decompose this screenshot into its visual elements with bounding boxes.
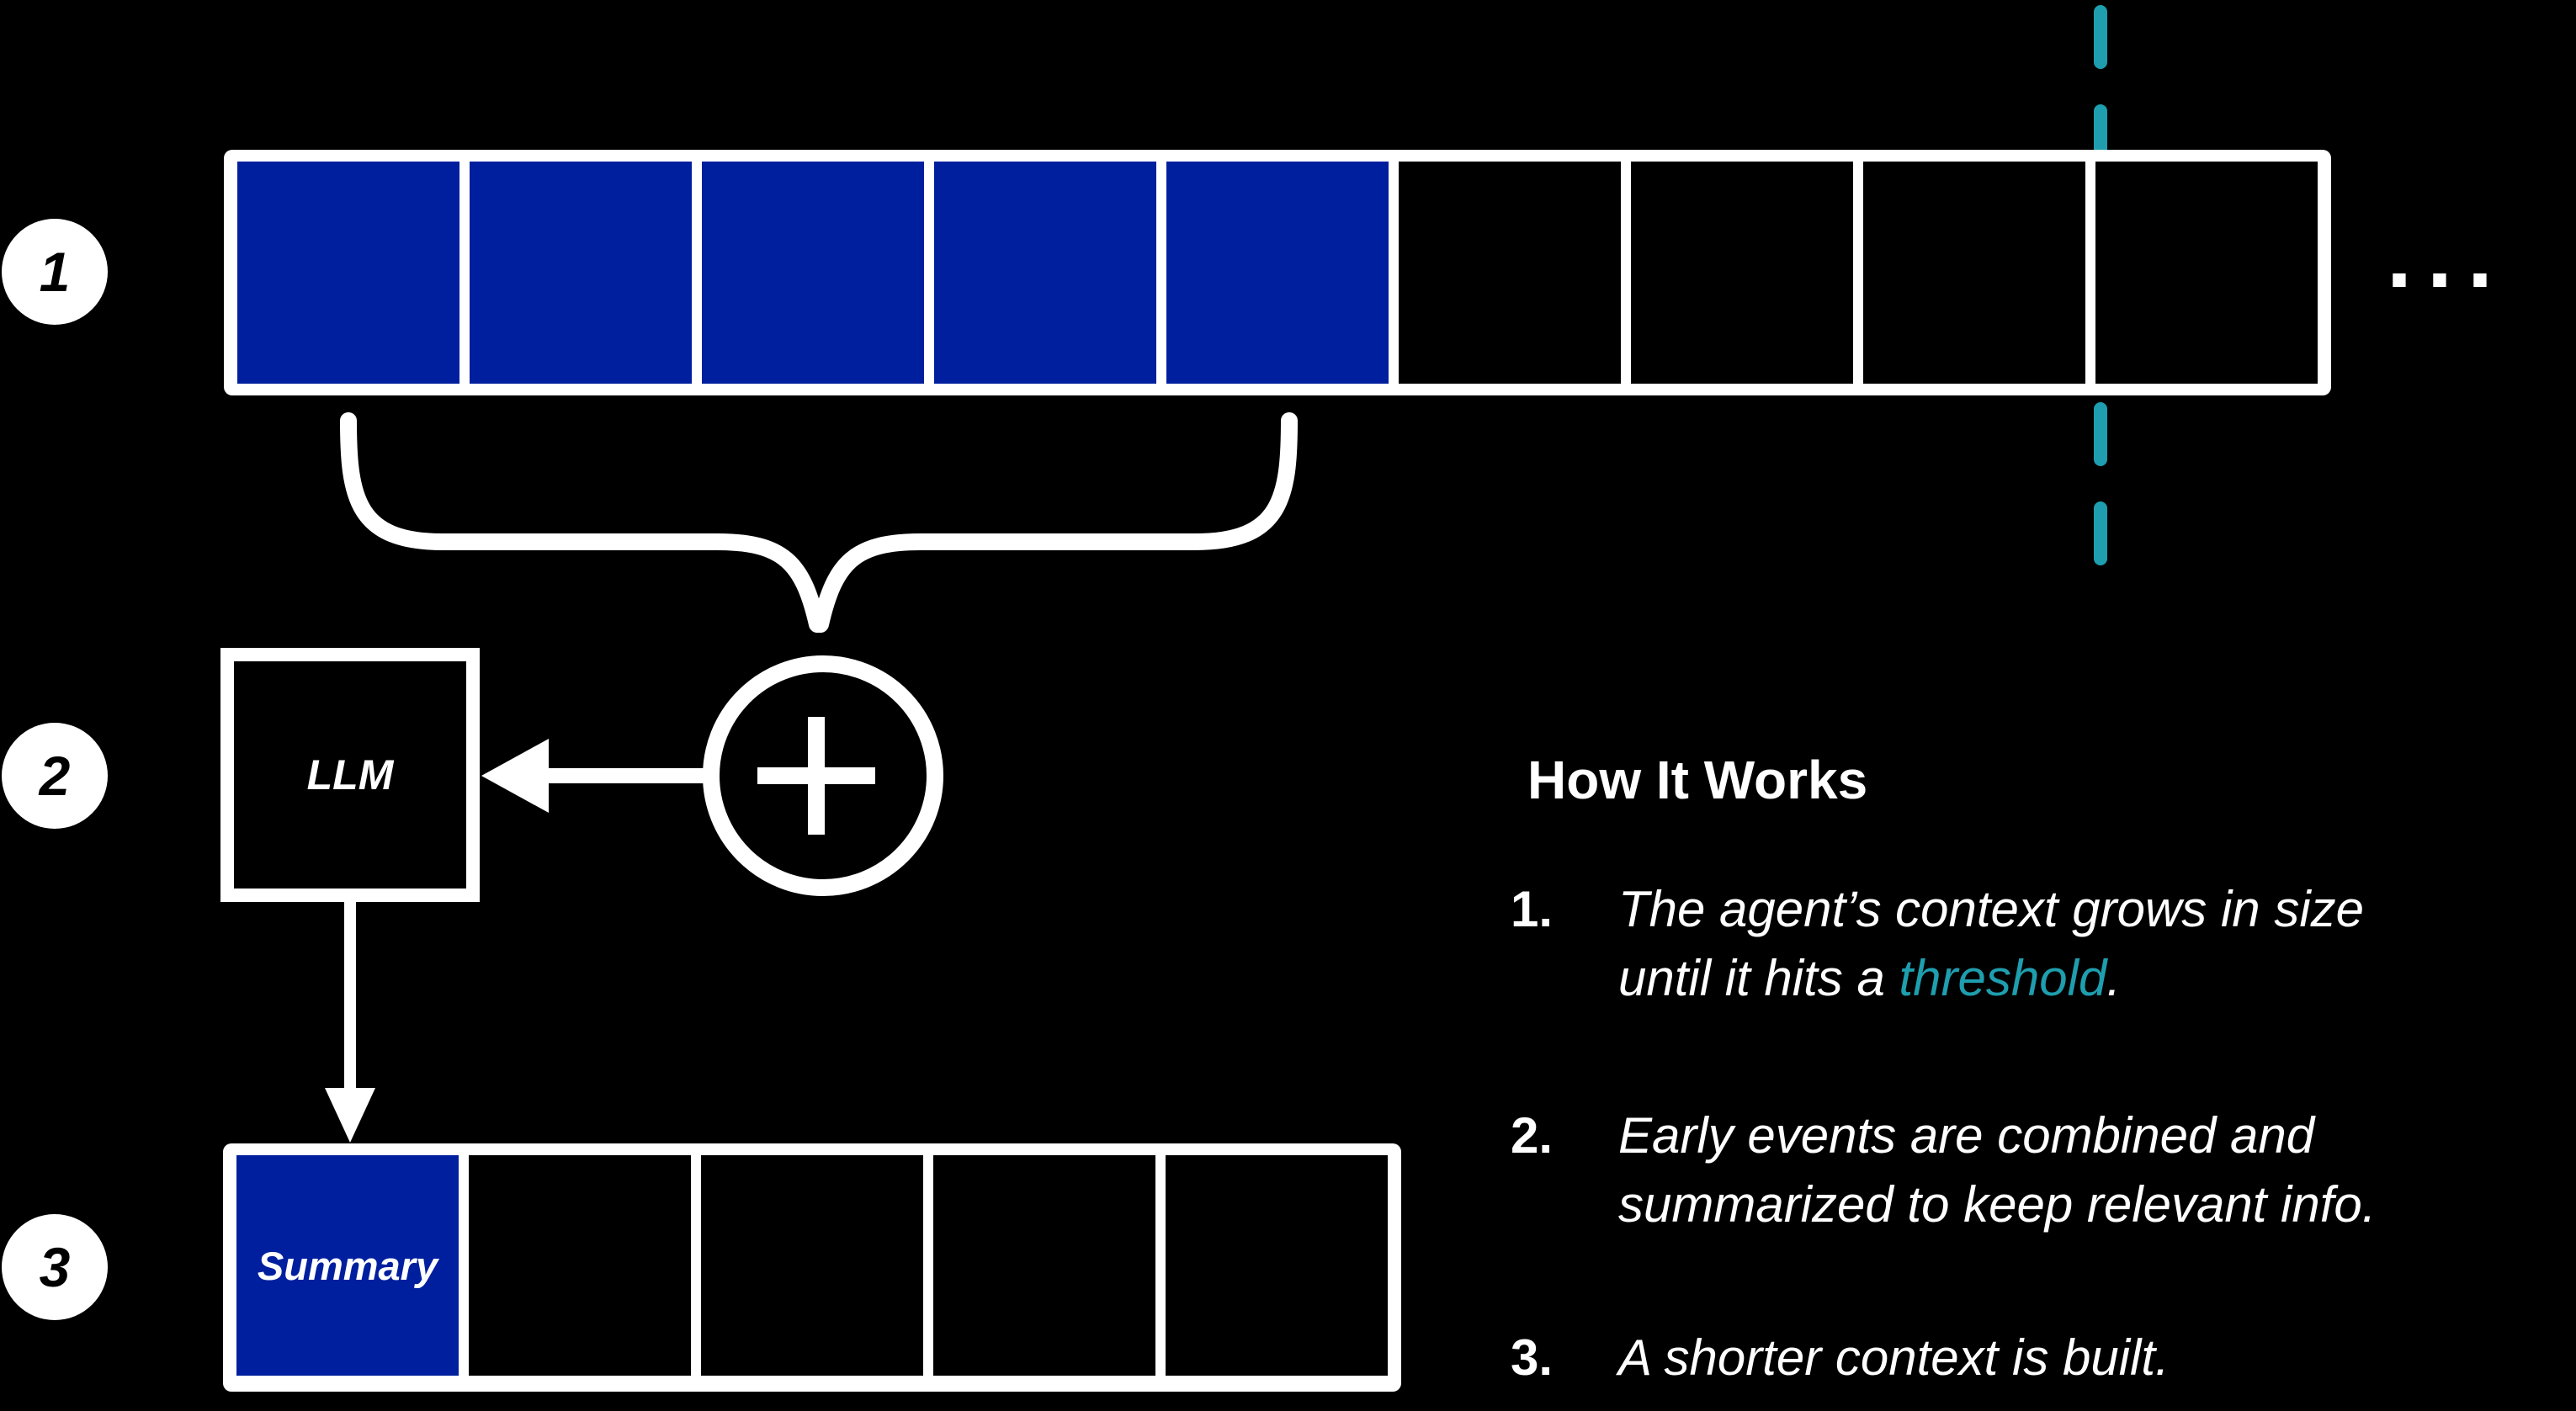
- summary-cell-empty: [1166, 1155, 1388, 1376]
- context-cell-filled: [702, 162, 924, 384]
- context-cell-filled: [470, 162, 692, 384]
- context-continues-ellipsis: ...: [2387, 204, 2509, 306]
- item-2-line-1: Early events are combined and: [1618, 1107, 2315, 1164]
- step-badge-2: 2: [2, 723, 108, 829]
- step-badge-1: 1: [2, 219, 108, 325]
- how-it-works-item-1: 1. The agent’s context grows in size unt…: [1511, 875, 2364, 1013]
- arrow-down: [325, 895, 375, 1143]
- summary-row-cells: [236, 1155, 1388, 1376]
- item-1-line-2: until it hits a threshold.: [1618, 944, 2364, 1013]
- step-badge-3: 3: [2, 1214, 108, 1320]
- item-2-number: 2.: [1511, 1107, 1554, 1164]
- how-it-works-title: How It Works: [1527, 750, 1868, 810]
- item-2-text: Early events are combined and summarized…: [1618, 1101, 2376, 1239]
- summary-cell-empty: [701, 1155, 923, 1376]
- summary-cell-label: Summary: [257, 1243, 438, 1288]
- summary-cell-filled: [236, 1155, 459, 1376]
- how-it-works-item-2: 2. Early events are combined and summari…: [1511, 1101, 2376, 1239]
- context-cell-empty: [1631, 162, 1853, 384]
- llm-box: [220, 648, 480, 902]
- arrow-to-llm: [481, 739, 711, 813]
- item-1-text: The agent’s context grows in size until …: [1618, 875, 2364, 1013]
- item-1-line-2-post: .: [2106, 950, 2121, 1006]
- plus-icon: [757, 717, 875, 835]
- context-row-cells: [237, 162, 2318, 384]
- llm-label: LLM: [306, 751, 394, 798]
- summary-cell-empty: [469, 1155, 691, 1376]
- context-cell-filled: [1166, 162, 1389, 384]
- context-cell-filled: [237, 162, 459, 384]
- context-cell-empty: [2095, 162, 2318, 384]
- context-cell-filled: [934, 162, 1156, 384]
- item-1-number: 1.: [1511, 881, 1554, 937]
- item-1-line-2-pre: until it hits a: [1618, 950, 1899, 1006]
- context-cell-empty: [1399, 162, 1621, 384]
- threshold-highlight: threshold: [1899, 950, 2107, 1006]
- item-3-number: 3.: [1511, 1329, 1554, 1386]
- how-it-works-item-3: 3. A shorter context is built.: [1511, 1323, 2170, 1392]
- item-3-text: A shorter context is built.: [1618, 1323, 2170, 1392]
- context-cell-empty: [1863, 162, 2085, 384]
- item-2-line-2: summarized to keep relevant info.: [1618, 1176, 2377, 1233]
- curly-brace: [340, 412, 1298, 633]
- item-1-line-1: The agent’s context grows in size: [1618, 881, 2365, 937]
- summary-cell-empty: [933, 1155, 1155, 1376]
- item-3-line-1: A shorter context is built.: [1618, 1329, 2170, 1386]
